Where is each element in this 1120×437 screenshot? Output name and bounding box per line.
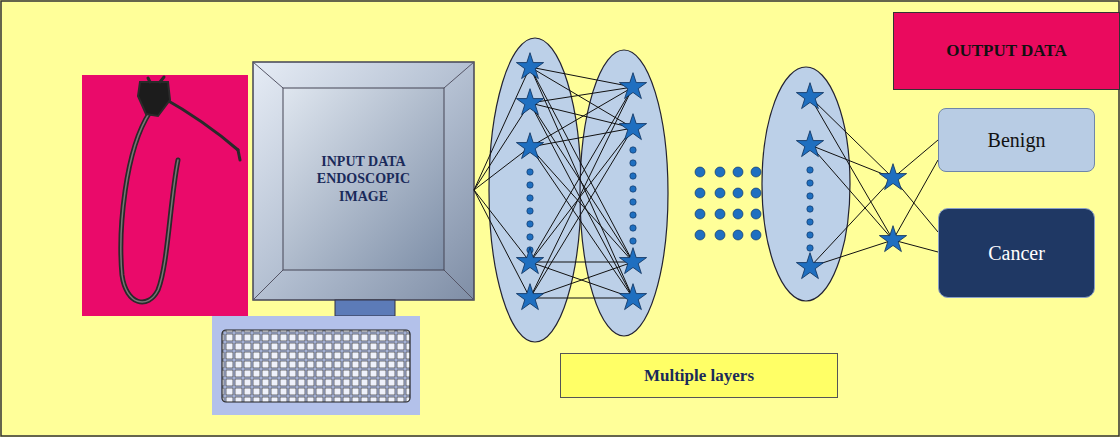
connection-line — [474, 190, 530, 298]
ellipsis-dot — [527, 169, 533, 175]
node-label: Cancer — [988, 241, 1045, 266]
node-label: Benign — [988, 128, 1046, 153]
monitor-screen: INPUT DATA ENDOSCOPIC IMAGE — [283, 88, 444, 270]
connection-line — [530, 87, 633, 103]
connection-line — [530, 67, 633, 87]
class-box: Cancer — [938, 208, 1095, 298]
output-box: OUTPUT DATA — [893, 12, 1120, 90]
connection-line — [530, 67, 633, 262]
neuron-star — [516, 284, 543, 310]
connection-line — [474, 190, 530, 262]
ellipsis-dot — [807, 167, 813, 173]
ellipsis-dot — [807, 180, 813, 186]
neuron-star — [516, 133, 543, 159]
connection-line — [530, 103, 633, 262]
connection-line — [530, 103, 633, 128]
connection-line — [530, 128, 633, 147]
ellipsis-dot — [807, 232, 813, 238]
ellipsis-dot — [733, 230, 743, 240]
ellipsis-dot — [527, 221, 533, 227]
neuron-star — [619, 73, 646, 99]
ellipsis-dot — [715, 167, 725, 177]
node-label: INPUT DATA ENDOSCOPIC IMAGE — [308, 153, 420, 206]
endoscope — [121, 77, 240, 302]
ellipsis-dot — [751, 167, 761, 177]
ellipsis-dot — [733, 209, 743, 219]
ellipsis-dot — [630, 225, 636, 231]
ellipsis-dot — [527, 234, 533, 240]
connection-line — [530, 128, 633, 298]
ellipsis-dot — [807, 245, 813, 251]
layer-ellipse — [762, 67, 850, 301]
ellipsis-dot — [695, 230, 705, 240]
connection-line — [530, 103, 633, 298]
connection-line — [530, 298, 633, 299]
connection-line — [474, 147, 530, 190]
ellipsis-dot — [695, 167, 705, 177]
endoscope-panel — [82, 75, 248, 316]
ellipsis-dot — [715, 209, 725, 219]
keyboard — [212, 316, 420, 415]
connection-line — [530, 262, 633, 263]
neuron-star — [879, 164, 906, 190]
neuron-star — [796, 253, 823, 279]
ellipsis-dot — [807, 193, 813, 199]
connection-line — [893, 160, 938, 240]
connection-line — [810, 145, 893, 240]
monitor — [253, 62, 474, 316]
caption-box: Multiple layers — [560, 353, 838, 398]
ellipsis-dot — [715, 188, 725, 198]
ellipsis-dot — [630, 199, 636, 205]
ellipsis-dot — [527, 195, 533, 201]
ellipsis-dot — [751, 230, 761, 240]
connection-line — [810, 97, 893, 240]
ellipsis-dot — [527, 208, 533, 214]
neuron-star — [796, 131, 823, 157]
ellipsis-dot — [733, 167, 743, 177]
neuron-star — [879, 226, 906, 252]
ellipsis-dot — [630, 160, 636, 166]
ellipsis-dot — [527, 182, 533, 188]
ellipsis-dot — [807, 219, 813, 225]
ellipsis-dot — [630, 186, 636, 192]
ellipsis-dot — [751, 209, 761, 219]
neuron-star — [619, 284, 646, 310]
connection-line — [810, 97, 893, 178]
node-label: Multiple layers — [644, 365, 754, 386]
ellipsis-dot — [695, 188, 705, 198]
class-box: Benign — [938, 108, 1095, 172]
ellipsis-dot — [630, 173, 636, 179]
connection-line — [530, 128, 633, 262]
connection-line — [810, 145, 893, 178]
ellipsis-dot — [630, 238, 636, 244]
neuron-star — [516, 248, 543, 274]
connection-line — [474, 67, 530, 190]
connection-line — [530, 67, 633, 298]
connection-line — [530, 87, 633, 298]
neuron-star — [516, 89, 543, 115]
connection-line — [530, 87, 633, 262]
ellipsis-dot — [807, 206, 813, 212]
layer-ellipse — [489, 38, 581, 342]
ellipsis-dot — [733, 188, 743, 198]
neuron-star — [796, 83, 823, 109]
connection-line — [530, 147, 633, 262]
neuron-star — [516, 53, 543, 79]
node-label: OUTPUT DATA — [946, 40, 1066, 61]
connection-line — [530, 147, 633, 298]
ellipsis-dot — [630, 147, 636, 153]
ellipsis-dot — [695, 209, 705, 219]
ellipsis-dot — [715, 230, 725, 240]
ellipsis-dot — [751, 188, 761, 198]
ellipsis-dot — [630, 212, 636, 218]
neuron-star — [619, 114, 646, 140]
connection-line — [530, 87, 633, 147]
neuron-star — [619, 248, 646, 274]
connection-line — [810, 178, 893, 267]
connection-line — [530, 262, 633, 298]
neural-network — [474, 38, 938, 342]
